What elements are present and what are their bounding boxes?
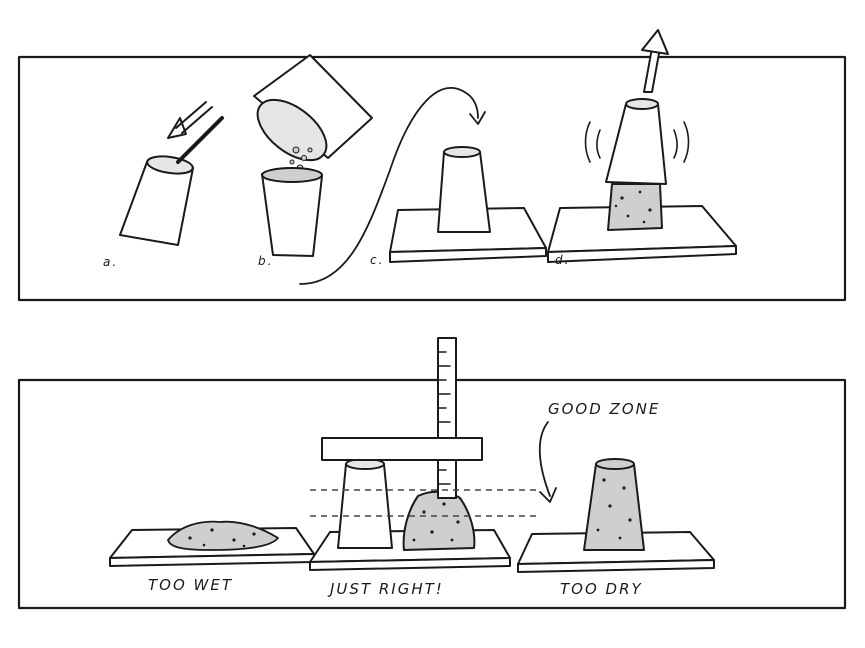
- cup-icon: [337, 463, 393, 549]
- straight-edge-bar: [321, 437, 483, 461]
- lift-arrow: [641, 29, 669, 93]
- cup-icon: [119, 161, 194, 246]
- shake-lines: [584, 121, 690, 163]
- top-panel-frame: [17, 55, 847, 302]
- step-a-illustration: [119, 101, 224, 246]
- just-right-sample: [309, 337, 540, 571]
- step-a-label: a.: [103, 255, 118, 269]
- step-b-label: b.: [258, 254, 273, 268]
- just-right-label: JUST RIGHT!: [327, 580, 444, 598]
- cup-icon: [437, 151, 491, 233]
- ruler-icon: [437, 337, 457, 499]
- bottom-panel: TOO WET: [17, 337, 847, 610]
- good-zone-pointer: [538, 421, 551, 497]
- cup-icon: [605, 103, 667, 185]
- too-dry-label: TOO DRY: [560, 580, 643, 598]
- too-dry-sample: [517, 458, 715, 573]
- good-zone-label: GOOD ZONE: [548, 400, 660, 418]
- too-wet-sample: [109, 520, 315, 567]
- full-concrete-cone: [583, 463, 645, 551]
- top-panel: a. b. c.: [17, 29, 847, 302]
- cup-fill: [261, 167, 323, 183]
- arrow-icon: [167, 101, 213, 139]
- step-d-label: d.: [555, 253, 570, 267]
- step-c-illustration: [389, 146, 547, 263]
- too-wet-label: TOO WET: [148, 576, 233, 594]
- cup-icon: [261, 173, 323, 257]
- flat-concrete-pile: [167, 520, 279, 551]
- bucket-opening: [256, 98, 328, 162]
- flip-arrow: [299, 87, 479, 285]
- ruler-ticks: [437, 351, 451, 485]
- step-c-label: c.: [370, 253, 384, 267]
- aggregate-specks: [614, 190, 652, 224]
- step-b-illustration: [253, 54, 373, 257]
- step-d-illustration: [547, 29, 737, 263]
- bottom-panel-frame: [17, 378, 847, 610]
